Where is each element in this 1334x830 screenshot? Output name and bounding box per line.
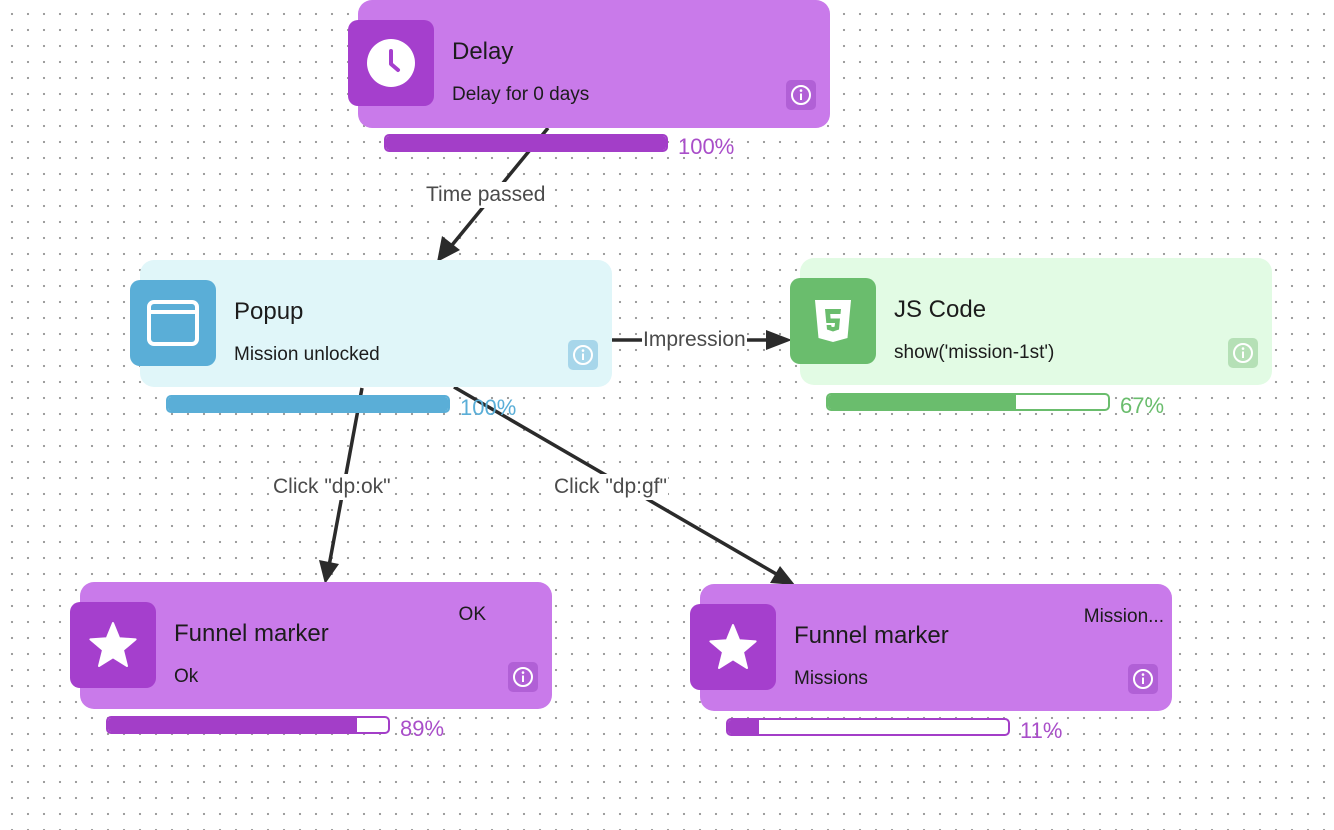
edge-label-click-gf: Click "dp:gf" [553,474,668,500]
node-funnel-marker-ok[interactable]: Funnel marker Ok OK [70,582,552,709]
progress-percent-popup: 100% [460,395,517,420]
node-title: Funnel marker [174,620,329,647]
edge-label-time-passed: Time passed [425,182,547,208]
node-subtitle: Ok [174,666,199,687]
funnel-marker-label: Mission... [1083,606,1164,627]
edge-label-impression: Impression [642,327,747,353]
info-icon[interactable] [508,662,538,692]
node-funnel-marker-missions[interactable]: Funnel marker Missions Mission... [690,584,1172,711]
star-icon [70,602,156,688]
html5-icon [790,278,876,364]
node-title: Delay [452,38,514,65]
node-popup[interactable]: Popup Mission unlocked [130,260,612,387]
funnel-marker-label: OK [458,604,486,625]
progress-bar-delay [384,134,668,152]
node-subtitle: Missions [794,668,868,689]
info-icon[interactable] [786,80,816,110]
node-title: Funnel marker [794,622,949,649]
node-subtitle: Mission unlocked [234,344,380,365]
progress-percent-js-code: 67% [1120,393,1165,418]
progress-bar-popup [166,395,450,413]
browser-window-icon [130,280,216,366]
progress-bar-funnel-ok [106,716,390,734]
clock-icon [348,20,434,106]
progress-percent-delay: 100% [678,134,735,159]
node-subtitle: Delay for 0 days [452,84,590,105]
progress-percent-funnel-missions: 11% [1020,718,1063,743]
progress-percent-funnel-ok: 89% [400,716,445,741]
node-title: Popup [234,298,304,325]
node-delay[interactable]: Delay Delay for 0 days [348,0,830,128]
node-subtitle: show('mission-1st') [894,342,1055,363]
star-icon [690,604,776,690]
info-icon[interactable] [1228,338,1258,368]
node-js-code[interactable]: JS Code show('mission-1st') [790,258,1272,385]
progress-bar-funnel-missions [726,718,1010,736]
edge-label-click-ok: Click "dp:ok" [272,474,392,500]
progress-bar-js-code [826,393,1110,411]
node-title: JS Code [894,296,987,323]
info-icon[interactable] [568,340,598,370]
info-icon[interactable] [1128,664,1158,694]
